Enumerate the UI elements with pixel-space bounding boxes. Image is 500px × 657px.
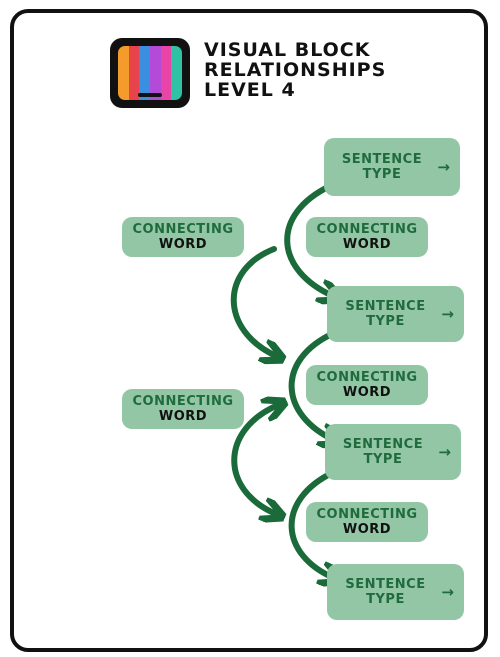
block-text: SENTENCE TYPE xyxy=(345,299,425,329)
block-line1: CONNECTING xyxy=(316,507,418,522)
block-line1: CONNECTING xyxy=(132,394,234,409)
block-line2: TYPE xyxy=(366,314,405,329)
block-line1: SENTENCE xyxy=(345,299,426,314)
block-line2: WORD xyxy=(342,522,392,537)
right-arrow-icon: → xyxy=(441,583,454,601)
block-line1: CONNECTING xyxy=(132,222,234,237)
block-line2: WORD xyxy=(158,409,208,424)
block-line2: WORD xyxy=(158,237,208,252)
block-line1: CONNECTING xyxy=(316,370,418,385)
connecting-word-block-right-2: CONNECTING WORD xyxy=(306,365,428,405)
block-line2: TYPE xyxy=(363,452,403,467)
connecting-word-block-left-1: CONNECTING WORD xyxy=(122,217,244,257)
stripe xyxy=(118,46,129,100)
arrow-connecting1 xyxy=(230,246,276,356)
stripe xyxy=(139,46,151,100)
arrow-connecting2 xyxy=(231,405,278,514)
tv-icon xyxy=(110,38,190,108)
stripe xyxy=(171,46,182,100)
right-arrow-icon: → xyxy=(438,443,451,461)
block-text: SENTENCE TYPE xyxy=(343,437,423,467)
sentence-type-block-2: SENTENCE TYPE → xyxy=(327,286,464,342)
title-line: RELATIONSHIPS xyxy=(204,59,387,81)
arrow-sentence2-to-sentence3 xyxy=(288,330,334,440)
connecting-word-block-right-1: CONNECTING WORD xyxy=(306,217,428,257)
title-line: LEVEL 4 xyxy=(204,79,296,101)
color-stripes xyxy=(118,46,182,100)
stripe xyxy=(128,46,140,100)
block-text: SENTENCE TYPE xyxy=(342,152,422,182)
right-arrow-icon: → xyxy=(437,158,450,176)
block-line1: SENTENCE xyxy=(345,577,426,592)
sentence-type-block-3: SENTENCE TYPE → xyxy=(325,424,461,480)
stripe xyxy=(150,46,161,100)
connecting-word-block-right-3: CONNECTING WORD xyxy=(306,502,428,542)
arrow-sentence3-to-sentence4 xyxy=(288,469,334,578)
page-title: VISUAL BLOCK RELATIONSHIPS LEVEL 4 xyxy=(204,40,444,100)
block-line2: WORD xyxy=(342,385,392,400)
sentence-type-block-4: SENTENCE TYPE → xyxy=(327,564,464,620)
tv-stand-bar xyxy=(138,93,162,97)
block-line1: SENTENCE xyxy=(342,437,424,452)
block-line2: WORD xyxy=(342,237,392,252)
stripe xyxy=(160,46,172,100)
block-line2: TYPE xyxy=(362,167,402,182)
block-text: SENTENCE TYPE xyxy=(345,577,425,607)
block-line1: SENTENCE xyxy=(341,152,423,167)
arrow-sentence1-to-sentence2 xyxy=(284,183,333,296)
connecting-word-block-left-2: CONNECTING WORD xyxy=(122,389,244,429)
block-line2: TYPE xyxy=(366,592,405,607)
title-line: VISUAL BLOCK xyxy=(204,39,371,61)
right-arrow-icon: → xyxy=(441,305,454,323)
sentence-type-block-1: SENTENCE TYPE → xyxy=(324,138,460,196)
block-line1: CONNECTING xyxy=(316,222,418,237)
